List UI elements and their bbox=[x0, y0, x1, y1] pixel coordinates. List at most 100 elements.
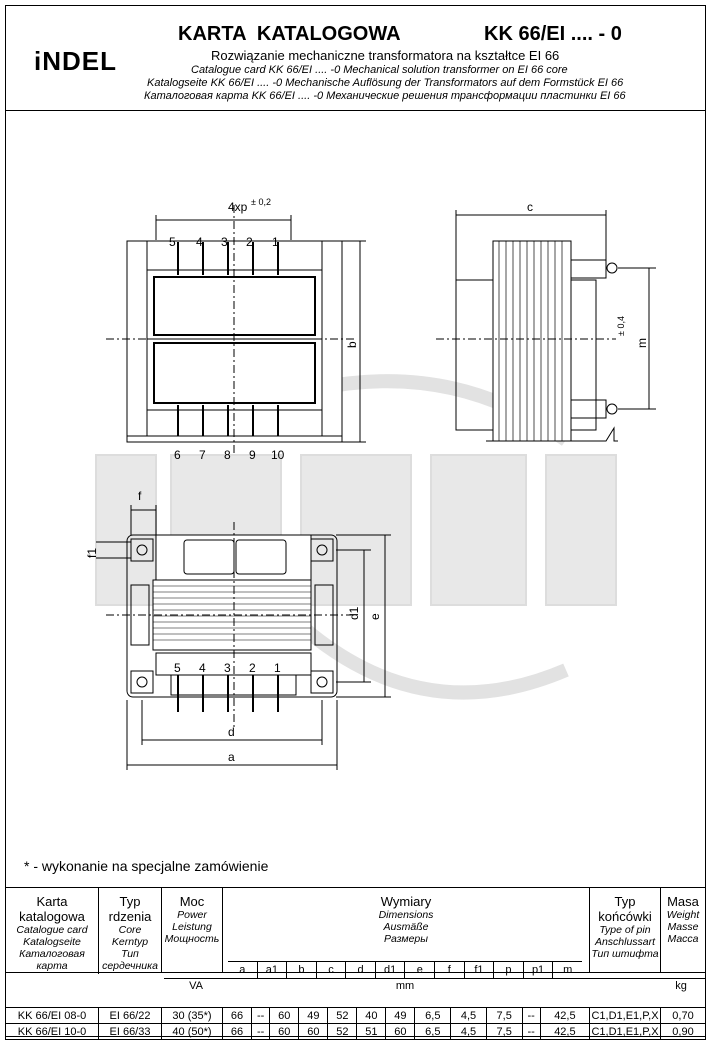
dim-d-label: d bbox=[228, 725, 235, 739]
pin-label: 10 bbox=[271, 448, 285, 462]
pin-label: 4 bbox=[199, 661, 206, 675]
dim-col: a1 bbox=[258, 962, 288, 979]
table-cell: 4,5 bbox=[450, 1023, 487, 1040]
units-line bbox=[164, 978, 706, 979]
dim-f1-label: f1 bbox=[85, 548, 99, 558]
dim-col: c bbox=[317, 962, 347, 979]
pin-label: 1 bbox=[272, 235, 279, 249]
table-cell: 30 (35*) bbox=[161, 1007, 223, 1024]
subtitle-pl: Rozwiązanie mechaniczne transformatora n… bbox=[211, 48, 560, 63]
pin-label: 3 bbox=[224, 661, 231, 675]
table-cell: 60 bbox=[298, 1023, 329, 1040]
dim-a-label: a bbox=[228, 750, 235, 764]
header-text: карта bbox=[36, 960, 68, 972]
header-text: Каталоговая bbox=[19, 948, 85, 960]
header-power: Moc Power Leistung Мощность bbox=[161, 887, 223, 973]
header-text: Catalogue card bbox=[16, 924, 88, 936]
dim-col: p1 bbox=[524, 962, 554, 979]
table-row: KK 66/EI 10-0 EI 66/33 40 (50*) 66 -- 60… bbox=[5, 1023, 706, 1040]
pin-labels-plan: 5 4 3 2 1 bbox=[174, 661, 281, 675]
subtitle-ru: Каталоговая карта KK 66/EI .... -0 Механ… bbox=[144, 90, 626, 102]
dim-col: f1 bbox=[465, 962, 495, 979]
header-text: Masse bbox=[667, 921, 699, 933]
table-cell: 52 bbox=[327, 1023, 358, 1040]
dim-col: f bbox=[435, 962, 465, 979]
dimension-columns: a a1 b c d d1 e f f1 p p1 m bbox=[228, 961, 582, 979]
pin-label: 2 bbox=[249, 661, 256, 675]
header-text: rdzenia bbox=[108, 909, 152, 924]
header-core: Typ rdzenia Core Kerntyp Тип сердечника bbox=[98, 887, 162, 973]
subtitle-de: Katalogseite KK 66/EI .... -0 Mechanisch… bbox=[147, 77, 624, 89]
header-text: Katalogseite bbox=[23, 936, 81, 948]
table-cell: -- bbox=[521, 1023, 541, 1040]
units-row bbox=[6, 990, 706, 1008]
table-cell: 7,5 bbox=[485, 1023, 523, 1040]
header-text: Kerntyp bbox=[111, 936, 149, 948]
header-text: Core bbox=[118, 924, 142, 936]
header: iNDEL KARTA KATALOGOWA KK 66/EI .... - 0… bbox=[6, 6, 705, 111]
pin-label: 7 bbox=[199, 448, 206, 462]
header-text: Мощность bbox=[164, 933, 220, 945]
header-dimensions: Wymiary Dimensions Ausmäße Размеры bbox=[222, 887, 590, 973]
table-cell: C1,D1,E1,P,X bbox=[589, 1007, 661, 1024]
pitch-tolerance: ± 0,2 bbox=[251, 197, 271, 207]
card-code: KK 66/EI .... - 0 bbox=[484, 23, 622, 45]
table-cell: 66 bbox=[221, 1007, 253, 1024]
dim-m-label: m bbox=[635, 338, 649, 348]
header-mass: Masa Weight Masse Масса bbox=[660, 887, 706, 973]
dim-col: d bbox=[346, 962, 376, 979]
side-view bbox=[436, 210, 656, 442]
pin-label: 9 bbox=[249, 448, 256, 462]
dim-col: d1 bbox=[376, 962, 406, 979]
table-cell: 60 bbox=[269, 1023, 300, 1040]
unit-mass: kg bbox=[675, 980, 687, 992]
table-cell: 51 bbox=[356, 1023, 387, 1040]
header-text: Wymiary bbox=[380, 894, 432, 909]
dim-f-label: f bbox=[138, 489, 142, 503]
footnote: * - wykonanie na specjalne zamówienie bbox=[24, 858, 269, 874]
header-text: Размеры bbox=[384, 933, 428, 945]
table-cell: 40 bbox=[356, 1007, 387, 1024]
pin-label: 4 bbox=[196, 235, 203, 249]
specification-table: Karta katalogowa Catalogue card Katalogs… bbox=[5, 887, 706, 1040]
catalogue-card: iNDEL KARTA KATALOGOWA KK 66/EI .... - 0… bbox=[5, 5, 706, 1040]
table-cell: EI 66/33 bbox=[98, 1023, 162, 1040]
dim-col: m bbox=[563, 964, 573, 976]
table-cell: C1,D1,E1,P,X bbox=[589, 1023, 661, 1040]
table-cell: 42,5 bbox=[539, 1023, 591, 1040]
header-text: Typ bbox=[614, 894, 636, 909]
header-text: Anschlussart bbox=[594, 936, 656, 948]
dim-col: a bbox=[228, 962, 258, 979]
header-text: Тип bbox=[121, 948, 139, 960]
header-text: Ausmäße bbox=[383, 921, 429, 933]
table-cell: KK 66/EI 10-0 bbox=[5, 1023, 99, 1040]
header-text: Typ bbox=[119, 894, 141, 909]
header-text: Масса bbox=[667, 933, 699, 945]
dim-e-label: e bbox=[368, 613, 382, 620]
dim-b-label: b bbox=[345, 341, 359, 348]
front-view bbox=[106, 205, 366, 455]
unit-dimensions: mm bbox=[395, 980, 415, 992]
header-text: końcówki bbox=[598, 909, 652, 924]
table-cell: 0,70 bbox=[660, 1007, 706, 1024]
pin-label: 3 bbox=[221, 235, 228, 249]
table-cell: 7,5 bbox=[485, 1007, 523, 1024]
table-cell: 49 bbox=[385, 1007, 416, 1024]
plan-view bbox=[96, 505, 391, 770]
pin-label: 6 bbox=[174, 448, 181, 462]
dim-col: p bbox=[494, 962, 524, 979]
pin-label: 5 bbox=[174, 661, 181, 675]
unit-power: VA bbox=[189, 980, 203, 992]
card-title: KARTA KATALOGOWA bbox=[178, 23, 401, 45]
table-cell: -- bbox=[251, 1007, 271, 1024]
header-text: Power bbox=[177, 909, 207, 921]
subtitle-en: Catalogue card KK 66/EI .... -0 Mechanic… bbox=[191, 64, 568, 76]
table-cell: 6,5 bbox=[414, 1023, 452, 1040]
pin-label: 5 bbox=[169, 235, 176, 249]
table-cell: 60 bbox=[385, 1023, 416, 1040]
header-text: Moc bbox=[179, 894, 205, 909]
table-cell: -- bbox=[251, 1023, 271, 1040]
header-text: Leistung bbox=[172, 921, 212, 933]
header-text: Masa bbox=[667, 894, 699, 909]
table-cell: 42,5 bbox=[539, 1007, 591, 1024]
